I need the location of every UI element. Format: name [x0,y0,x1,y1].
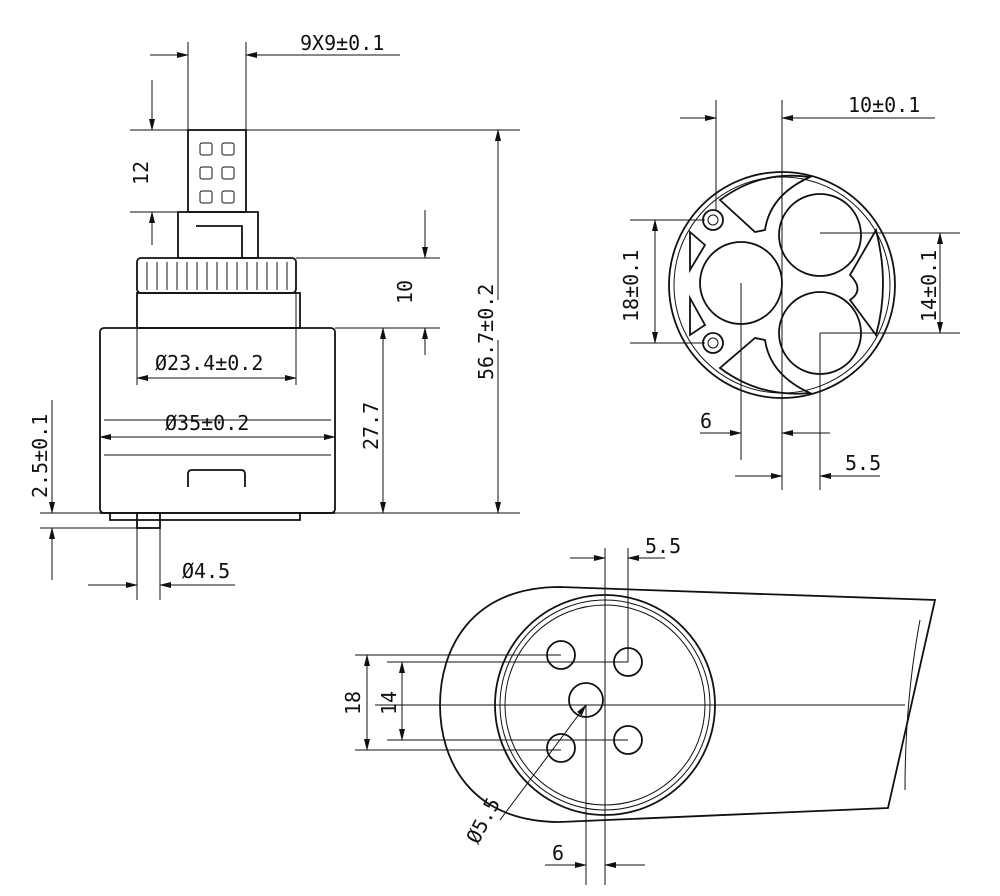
offset-bottom-right-label: 5.5 [845,451,881,475]
web-cutouts [689,174,884,395]
side-view: 9X9±0.1 12 10 56.7±0.2 Ø23.4±0.2 Ø35±0.2… [28,31,520,600]
stem [187,129,247,213]
pin-diameter-label: Ø4.5 [182,559,230,583]
total-height-label: 56.7±0.2 [474,284,498,380]
base-spacing-outer-label: 18 [341,691,365,715]
base-outline [439,586,937,823]
base-spacing-inner-label: 14 [377,691,401,715]
body-height-label: 27.7 [359,402,383,450]
stem-size-label: 9X9±0.1 [300,31,384,55]
top-view: 10±0.1 18±0.1 14±0.1 6 5.5 [619,93,960,490]
knurling [146,262,288,290]
base-offset-top-label: 5.5 [645,534,681,558]
body-bottom [100,512,335,521]
body-lines [104,419,331,456]
body-notch [187,469,246,487]
locating-pin [136,512,161,529]
top-dimension-lines [630,100,960,490]
ring-diameter-label: Ø23.4±0.2 [155,351,263,375]
base-offset-bottom-label: 6 [552,841,564,865]
base-hole-diameter-label: Ø5.5 [461,794,505,848]
mounting-rings [702,209,724,354]
body-diameter-label: Ø35±0.2 [165,411,249,435]
base-side-line [904,619,921,791]
hole-spacing-right-label: 14±0.1 [917,250,941,322]
port-top-right [778,193,862,277]
ring-step [136,292,301,329]
offset-bottom-label: 6 [700,409,712,433]
hole-spacing-left-label: 18±0.1 [619,250,643,322]
base-dimension-lines [355,548,905,885]
dimension-lines [40,42,520,600]
stem-base [177,211,259,259]
stem-grooves [199,142,235,204]
offset-x-label: 10±0.1 [848,93,920,117]
stem-height-label: 12 [129,161,153,185]
ring-height-label: 10 [393,280,417,304]
pin-height-label: 2.5±0.1 [28,414,52,498]
base-view: 5.5 18 14 Ø5.5 6 [341,534,937,885]
